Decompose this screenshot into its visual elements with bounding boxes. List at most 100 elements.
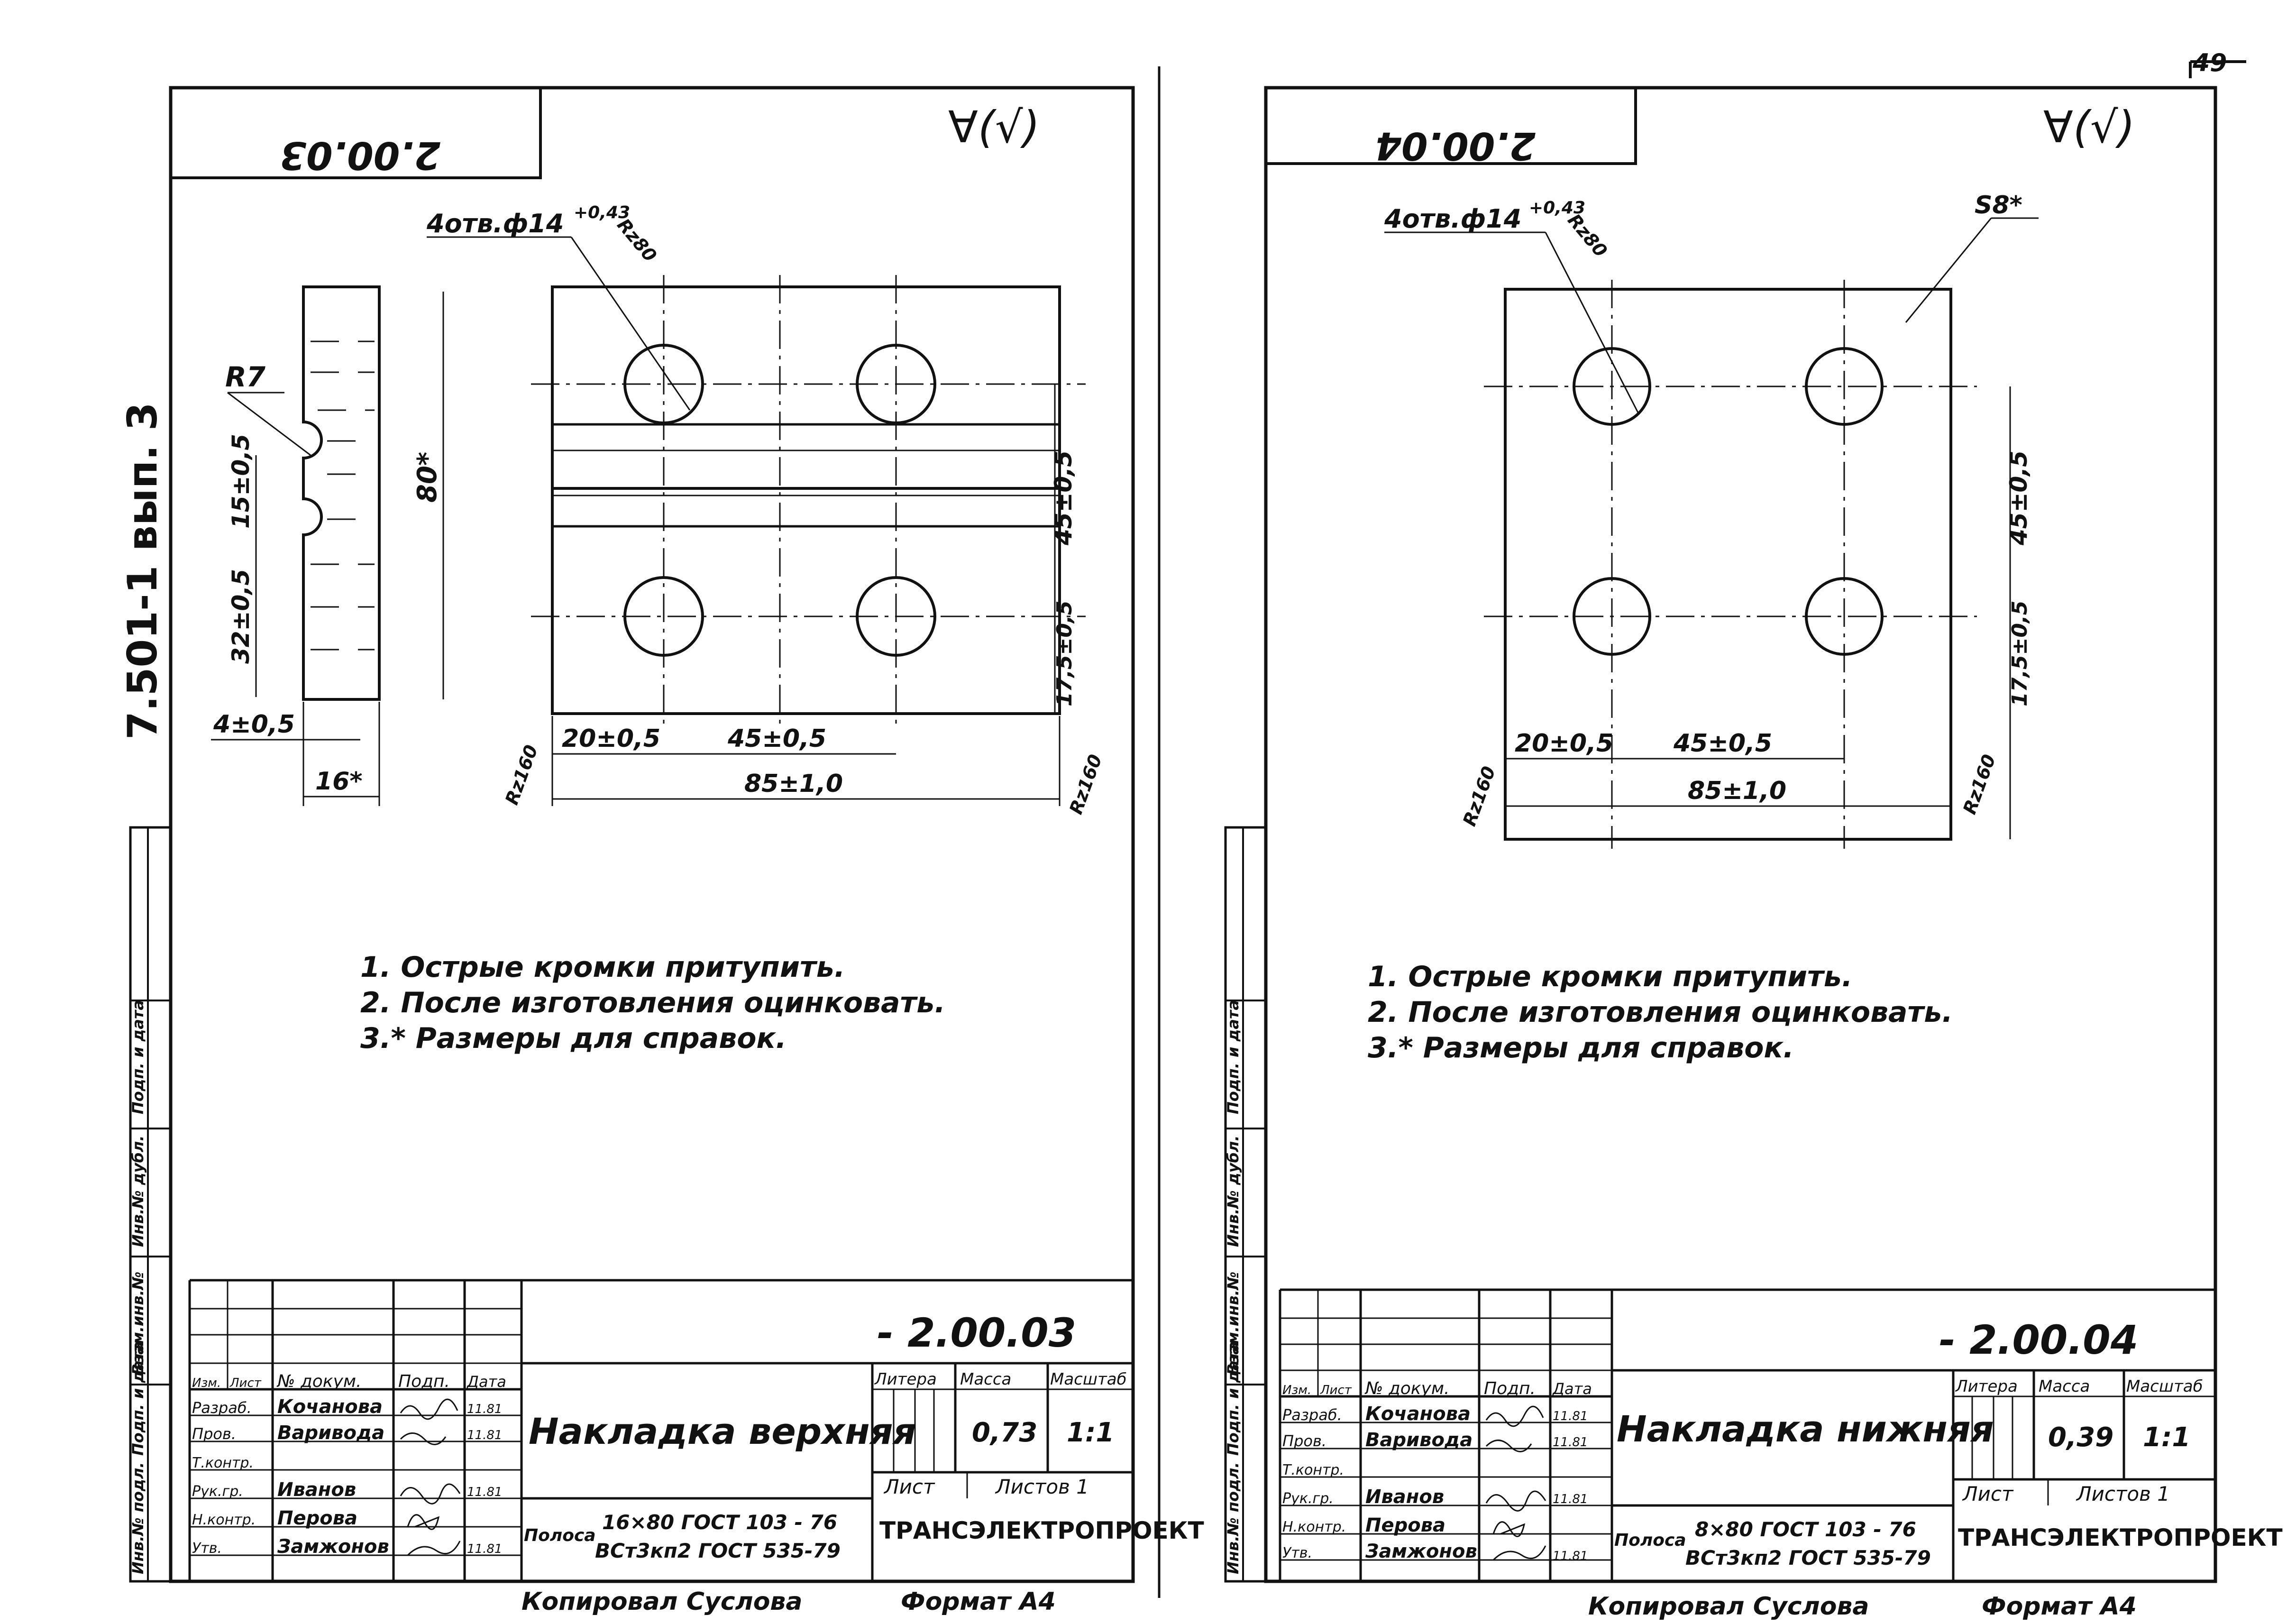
left-material-1: 16×80 ГОСТ 103 - 76 <box>602 1511 837 1534</box>
right-side-stamp: Инв.№ подл. Подп. и дата Взам.инв.№ Инв.… <box>1224 826 1267 1583</box>
right-date-2: 11.81 <box>1553 1435 1588 1450</box>
left-date-2: 11.81 <box>467 1428 502 1442</box>
side-podp-data-2: Подп. и дата <box>129 1000 147 1114</box>
right-massa: Масса <box>2039 1377 2090 1396</box>
right-name-nkontr: Перова <box>1365 1514 1445 1536</box>
right-material-1: 8×80 ГОСТ 103 - 76 <box>1695 1518 1916 1541</box>
right-dim-85: 85±1,0 <box>1688 777 1786 805</box>
left-date-1: 11.81 <box>467 1402 502 1416</box>
left-date-4: 11.81 <box>467 1542 502 1556</box>
left-rz-left: Rz160 <box>501 742 542 807</box>
left-role-tkontr: Т.контр. <box>192 1455 254 1471</box>
left-front-view: 4отв.ф14 +0,43 Rz80 45±0,5 17,5±0,5 20±0… <box>426 203 1106 817</box>
right-front-view: 4отв.ф14 +0,43 Rz80 S8* 45±0,5 17,5±0,5 … <box>1384 191 2039 849</box>
left-holes-roughness: Rz80 <box>613 215 661 266</box>
side-podp-data: Подп. и дата <box>129 1341 147 1456</box>
right-role-prov: Пров. <box>1282 1432 1326 1450</box>
right-note-2: 2. После изготовления оцинковать. <box>1368 996 1953 1029</box>
left-date-3: 11.81 <box>467 1485 502 1499</box>
left-radius-label: R7 <box>225 361 266 393</box>
right-name-prov: Варивода <box>1365 1429 1473 1451</box>
left-col-date: Дата <box>466 1373 506 1391</box>
left-dim-16: 16* <box>315 767 363 796</box>
left-name-razrab: Кочанова <box>277 1396 383 1418</box>
right-holes-roughness: Rz80 <box>1564 210 1611 261</box>
right-litera: Литера <box>1955 1377 2018 1396</box>
left-col-sign: Подп. <box>398 1372 450 1391</box>
left-dim-45h: 45±0,5 <box>727 725 826 753</box>
right-date-4: 11.81 <box>1553 1549 1588 1563</box>
left-mass: 0,73 <box>972 1417 1037 1448</box>
right-sheet-label: Лист <box>1962 1482 2014 1505</box>
left-name-rukgr: Иванов <box>277 1479 356 1501</box>
side-inv-dubl: Инв.№ дубл. <box>129 1135 147 1247</box>
right-col-izm: Изм. <box>1282 1383 1311 1397</box>
right-masshtab: Масштаб <box>2126 1377 2203 1396</box>
left-dim-85: 85±1,0 <box>744 770 843 798</box>
right-date-3: 11.81 <box>1553 1492 1588 1506</box>
right-note-3: 3.* Размеры для справок. <box>1368 1031 1794 1064</box>
left-role-razrab: Разраб. <box>192 1399 252 1417</box>
left-title-block: - 2.00.03 Литера Масса Масштаб 0,73 1:1 … <box>188 1279 1204 1581</box>
left-company: ТРАНСЭЛЕКТРОПРОЕКТ <box>879 1517 1204 1544</box>
right-name-rukgr: Иванов <box>1365 1486 1444 1508</box>
left-holes-callout: 4отв.ф14 <box>426 209 564 239</box>
left-surface-mark: ∀(√) <box>948 102 1040 153</box>
page-corner-mark <box>2189 60 2246 78</box>
left-sheets-label: Листов 1 <box>995 1475 1089 1498</box>
right-surface-mark: ∀(√) <box>2043 102 2135 153</box>
right-signatures <box>1485 1405 1546 1561</box>
right-material-label: Полоса <box>1614 1531 1686 1550</box>
left-note-2: 2. После изготовления оцинковать. <box>360 986 945 1019</box>
left-designation: - 2.00.03 <box>877 1310 1076 1356</box>
right-role-rukgr: Рук.гр. <box>1282 1490 1334 1507</box>
right-designation: - 2.00.04 <box>1939 1317 2138 1363</box>
left-rz-right: Rz160 <box>1065 752 1106 817</box>
right-role-razrab: Разраб. <box>1282 1406 1342 1424</box>
left-holes-tolerance: +0,43 <box>574 203 630 222</box>
series-label: 7.501-1 вып. 3 <box>119 402 166 740</box>
right-col-doc: № докум. <box>1364 1379 1449 1398</box>
left-name-prov: Варивода <box>277 1422 384 1444</box>
left-massa: Масса <box>960 1370 1011 1389</box>
left-frame <box>169 86 1135 1583</box>
side-inv-podl: Инв.№ подл. <box>129 1462 147 1574</box>
left-dim-32: 32±0,5 <box>227 569 255 664</box>
right-role-utv: Утв. <box>1282 1545 1312 1561</box>
left-signatures <box>400 1398 461 1556</box>
left-dim-20: 20±0,5 <box>562 725 660 753</box>
left-dim-15: 15±0,5 <box>227 434 255 529</box>
right-name-razrab: Кочанова <box>1365 1403 1471 1425</box>
right-side-podp-data-2: Подп. и дата <box>1224 1000 1242 1114</box>
right-format: Формат А4 <box>1982 1592 2137 1621</box>
left-col-list: Лист <box>229 1376 262 1390</box>
right-name-utv: Замжонов <box>1365 1541 1477 1562</box>
right-thickness: S8* <box>1975 191 2022 220</box>
right-scale: 1:1 <box>2143 1422 2190 1453</box>
left-dim-4: 4±0,5 <box>213 710 295 739</box>
left-dim-80: 80* <box>412 452 443 503</box>
right-sheets-label: Листов 1 <box>2076 1482 2170 1505</box>
left-copied: Копировал Суслова <box>521 1587 802 1616</box>
right-company: ТРАНСЭЛЕКТРОПРОЕКТ <box>1958 1524 2283 1551</box>
right-col-sign: Подп. <box>1484 1379 1536 1398</box>
left-sheet: 2.00.03 ∀(√) R7 15±0,5 32±0,5 80* 4±0,5 <box>129 86 1204 1616</box>
right-dim-45v: 45±0,5 <box>2005 450 2032 546</box>
right-date-1: 11.81 <box>1553 1409 1588 1423</box>
left-sheet-label: Лист <box>883 1475 935 1498</box>
right-title: Накладка нижняя <box>1617 1408 1994 1450</box>
right-mass: 0,39 <box>2048 1422 2113 1453</box>
right-dim-20: 20±0,5 <box>1515 729 1613 758</box>
right-side-vzam-inv: Взам.инв.№ <box>1224 1272 1242 1375</box>
page-number: 49 <box>2192 49 2227 77</box>
left-col-doc: № докум. <box>276 1372 361 1391</box>
right-material-2: ВСт3кп2 ГОСТ 535-79 <box>1685 1546 1931 1569</box>
left-role-utv: Утв. <box>192 1540 222 1557</box>
right-dim-17: 17,5±0,5 <box>2008 601 2032 706</box>
left-name-utv: Замжонов <box>277 1536 389 1558</box>
right-title-block: - 2.00.04 Литера Масса Масштаб 0,39 1:1 … <box>1279 1288 2283 1581</box>
left-mirrored-code: 2.00.03 <box>280 133 440 177</box>
left-side-stamp: Инв.№ подл. Подп. и дата Взам.инв.№ Инв.… <box>129 826 172 1583</box>
right-rz-right: Rz160 <box>1959 752 2000 817</box>
right-code-box <box>1264 86 1637 165</box>
